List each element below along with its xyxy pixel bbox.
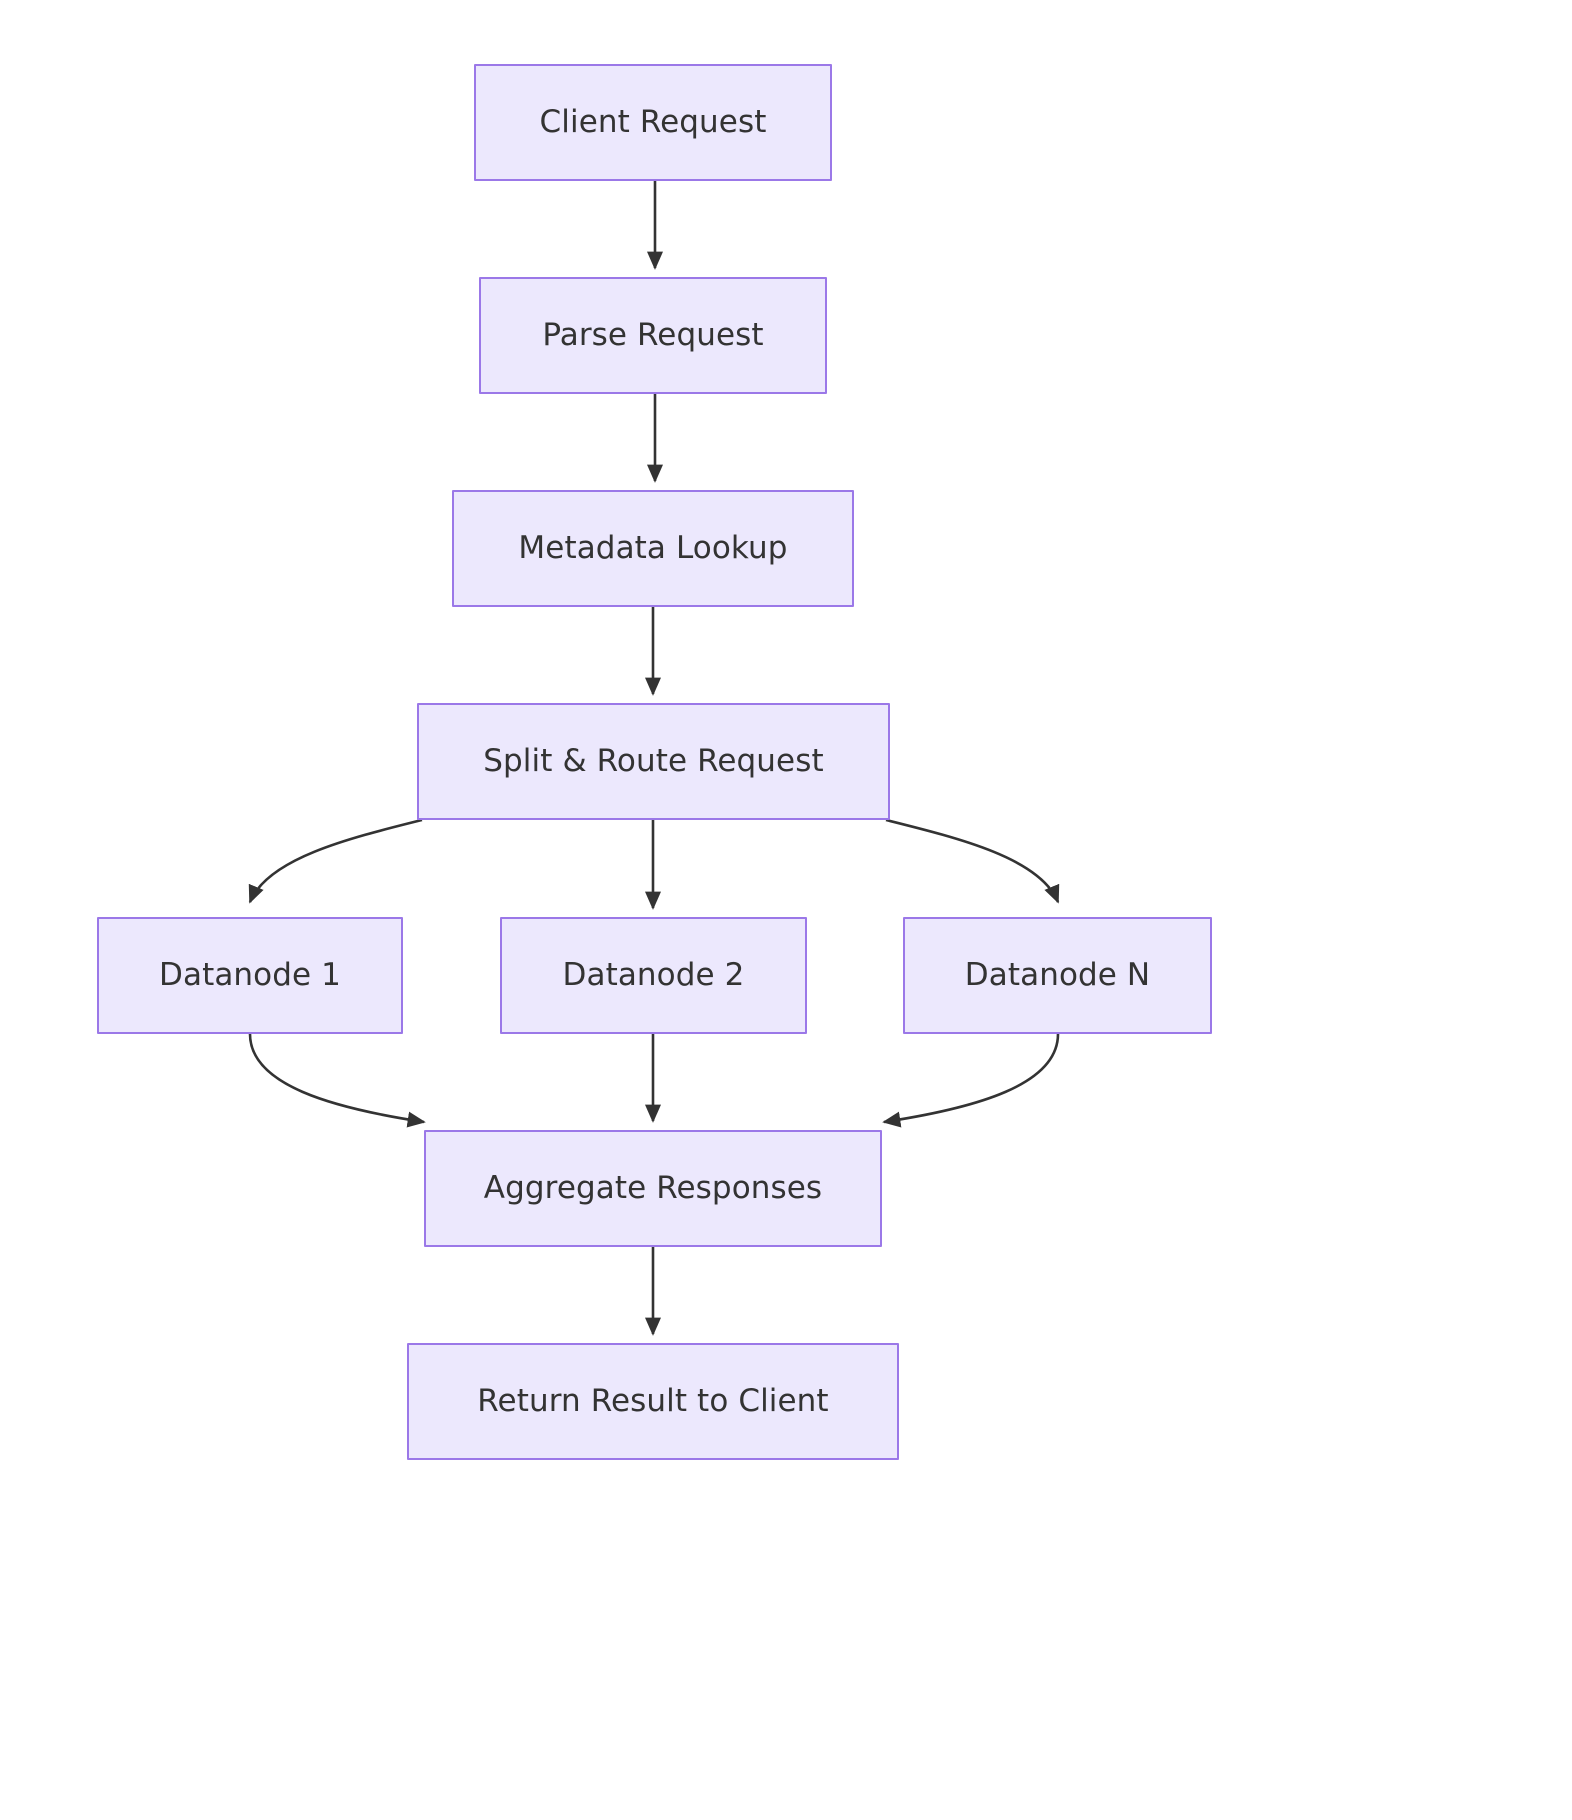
node-label: Datanode N bbox=[964, 956, 1151, 993]
node-datanode-n[interactable]: Datanode N bbox=[903, 917, 1212, 1034]
edge-datanode-n-to-aggregate bbox=[882, 1033, 1060, 1128]
node-label: Datanode 1 bbox=[159, 956, 341, 993]
node-metadata-lookup[interactable]: Metadata Lookup bbox=[452, 490, 854, 607]
node-label: Split & Route Request bbox=[483, 742, 824, 779]
node-label: Datanode 2 bbox=[562, 956, 745, 993]
node-return-result-to-client[interactable]: Return Result to Client bbox=[407, 1343, 899, 1460]
node-client-request[interactable]: Client Request bbox=[474, 64, 832, 181]
edge-split-to-datanode-n bbox=[885, 818, 1060, 904]
node-label: Parse Request bbox=[542, 316, 764, 353]
edge-datanode-1-to-aggregate bbox=[248, 1033, 426, 1128]
node-label: Aggregate Responses bbox=[483, 1169, 823, 1206]
node-label: Metadata Lookup bbox=[518, 529, 788, 566]
node-datanode-1[interactable]: Datanode 1 bbox=[97, 917, 403, 1034]
node-split-and-route-request[interactable]: Split & Route Request bbox=[417, 703, 890, 820]
node-label: Return Result to Client bbox=[477, 1382, 829, 1419]
node-aggregate-responses[interactable]: Aggregate Responses bbox=[424, 1130, 882, 1247]
node-parse-request[interactable]: Parse Request bbox=[479, 277, 827, 394]
edge-split-to-datanode-1 bbox=[248, 818, 423, 904]
node-datanode-2[interactable]: Datanode 2 bbox=[500, 917, 807, 1034]
node-label: Client Request bbox=[539, 103, 767, 140]
